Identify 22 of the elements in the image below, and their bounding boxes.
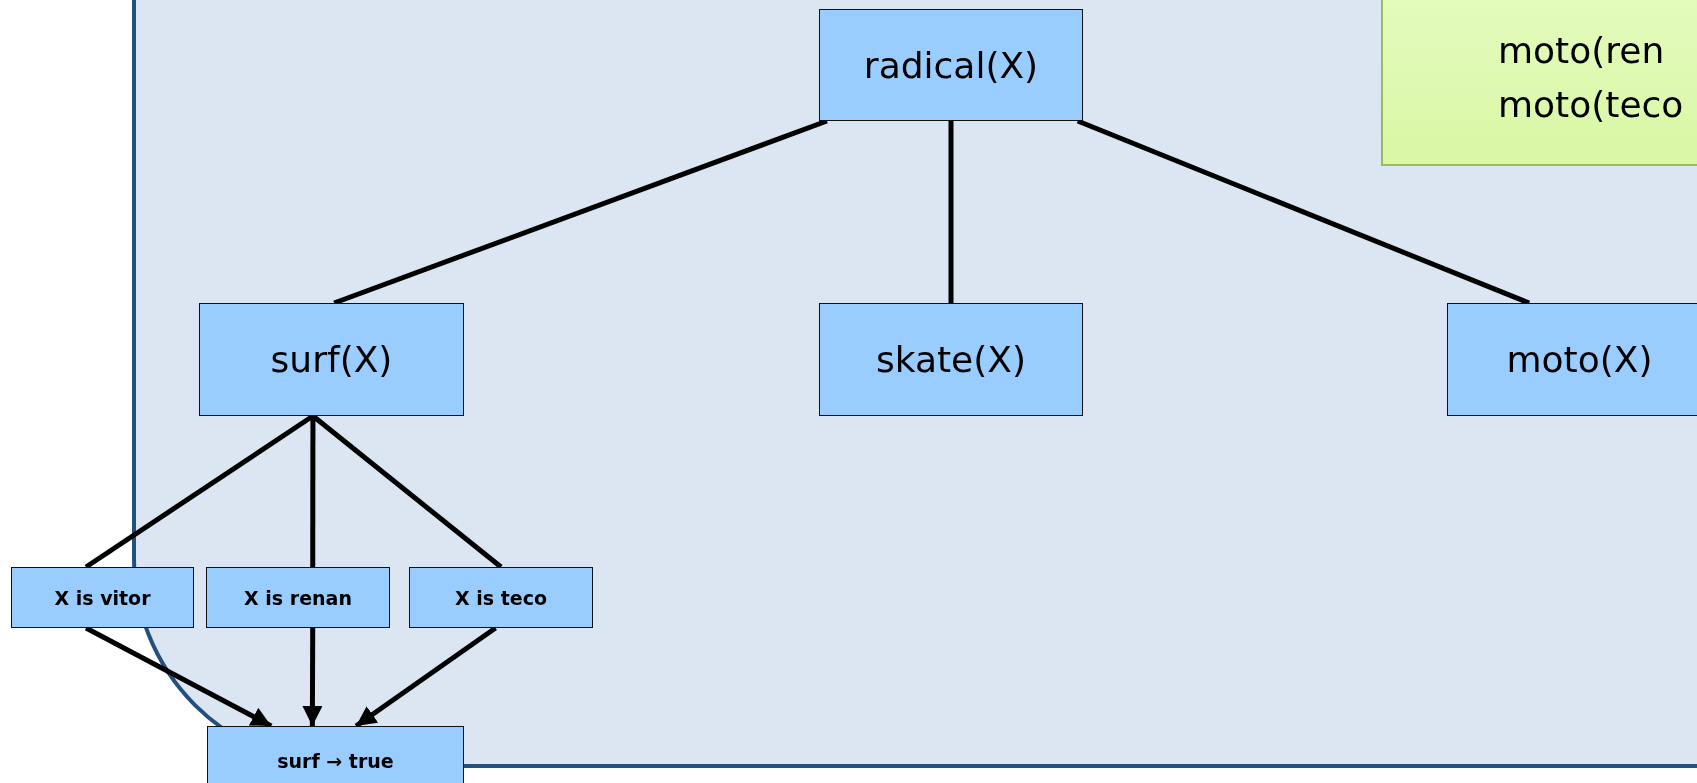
process-box <box>207 726 464 783</box>
arrow <box>302 628 323 726</box>
node-text: X is vitor <box>54 586 151 609</box>
node-text: surf(X) <box>270 339 393 380</box>
note-box <box>1381 0 1697 166</box>
node-text: skate(X) <box>875 339 1026 380</box>
node-text: surf → true <box>277 750 394 772</box>
node-text: moto(X) <box>1506 339 1653 380</box>
node-text: X is teco <box>455 586 547 609</box>
connector-line <box>310 416 316 567</box>
process-box <box>199 303 464 416</box>
process-box <box>206 567 390 628</box>
process-box <box>409 567 593 628</box>
process-box <box>1447 303 1697 416</box>
process-box <box>11 567 194 628</box>
process-box <box>819 303 1083 416</box>
node-text: moto(ren <box>1498 29 1665 73</box>
node-text: radical(X) <box>863 44 1039 86</box>
node-text: X is renan <box>244 586 352 609</box>
process-box <box>819 9 1083 121</box>
node-text: moto(teco <box>1498 83 1684 127</box>
connector-line <box>948 121 954 303</box>
